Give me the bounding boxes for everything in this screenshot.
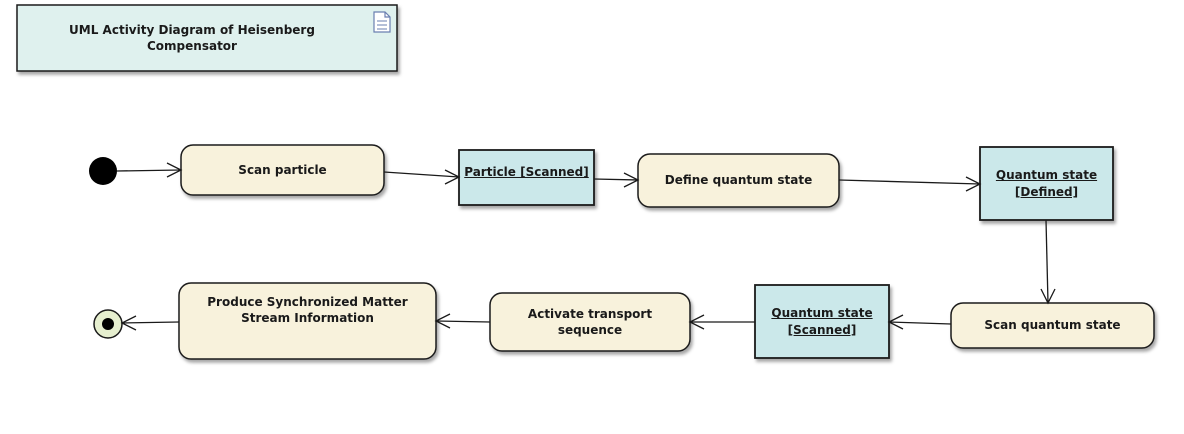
action-define-quantum-state	[637, 153, 840, 208]
flow-initial-to-scan-particle	[116, 162, 183, 178]
flow-quantum-scanned-to-activate	[688, 314, 755, 330]
action-scan-quantum-state	[950, 302, 1155, 349]
flow-produce-to-final	[120, 315, 180, 331]
final-node	[93, 309, 123, 339]
object-particle-scanned	[458, 149, 595, 206]
flow-scan-quantum-to-quantum-scanned	[887, 314, 952, 330]
initial-node	[89, 157, 117, 185]
action-produce-stream	[178, 282, 437, 360]
flow-define-to-quantum-defined	[838, 176, 982, 192]
diagram-title-box	[16, 4, 398, 72]
object-quantum-state-defined	[979, 146, 1114, 221]
action-activate-transport	[489, 292, 691, 352]
flow-particle-scanned-to-define	[593, 172, 640, 188]
flow-scan-particle-to-particle-scanned	[383, 169, 461, 185]
object-quantum-state-scanned	[754, 284, 890, 359]
action-scan-particle	[180, 144, 385, 196]
flow-activate-to-produce	[434, 313, 491, 329]
note-document-icon	[373, 11, 391, 33]
flow-quantum-defined-to-scan-quantum	[1040, 219, 1056, 305]
